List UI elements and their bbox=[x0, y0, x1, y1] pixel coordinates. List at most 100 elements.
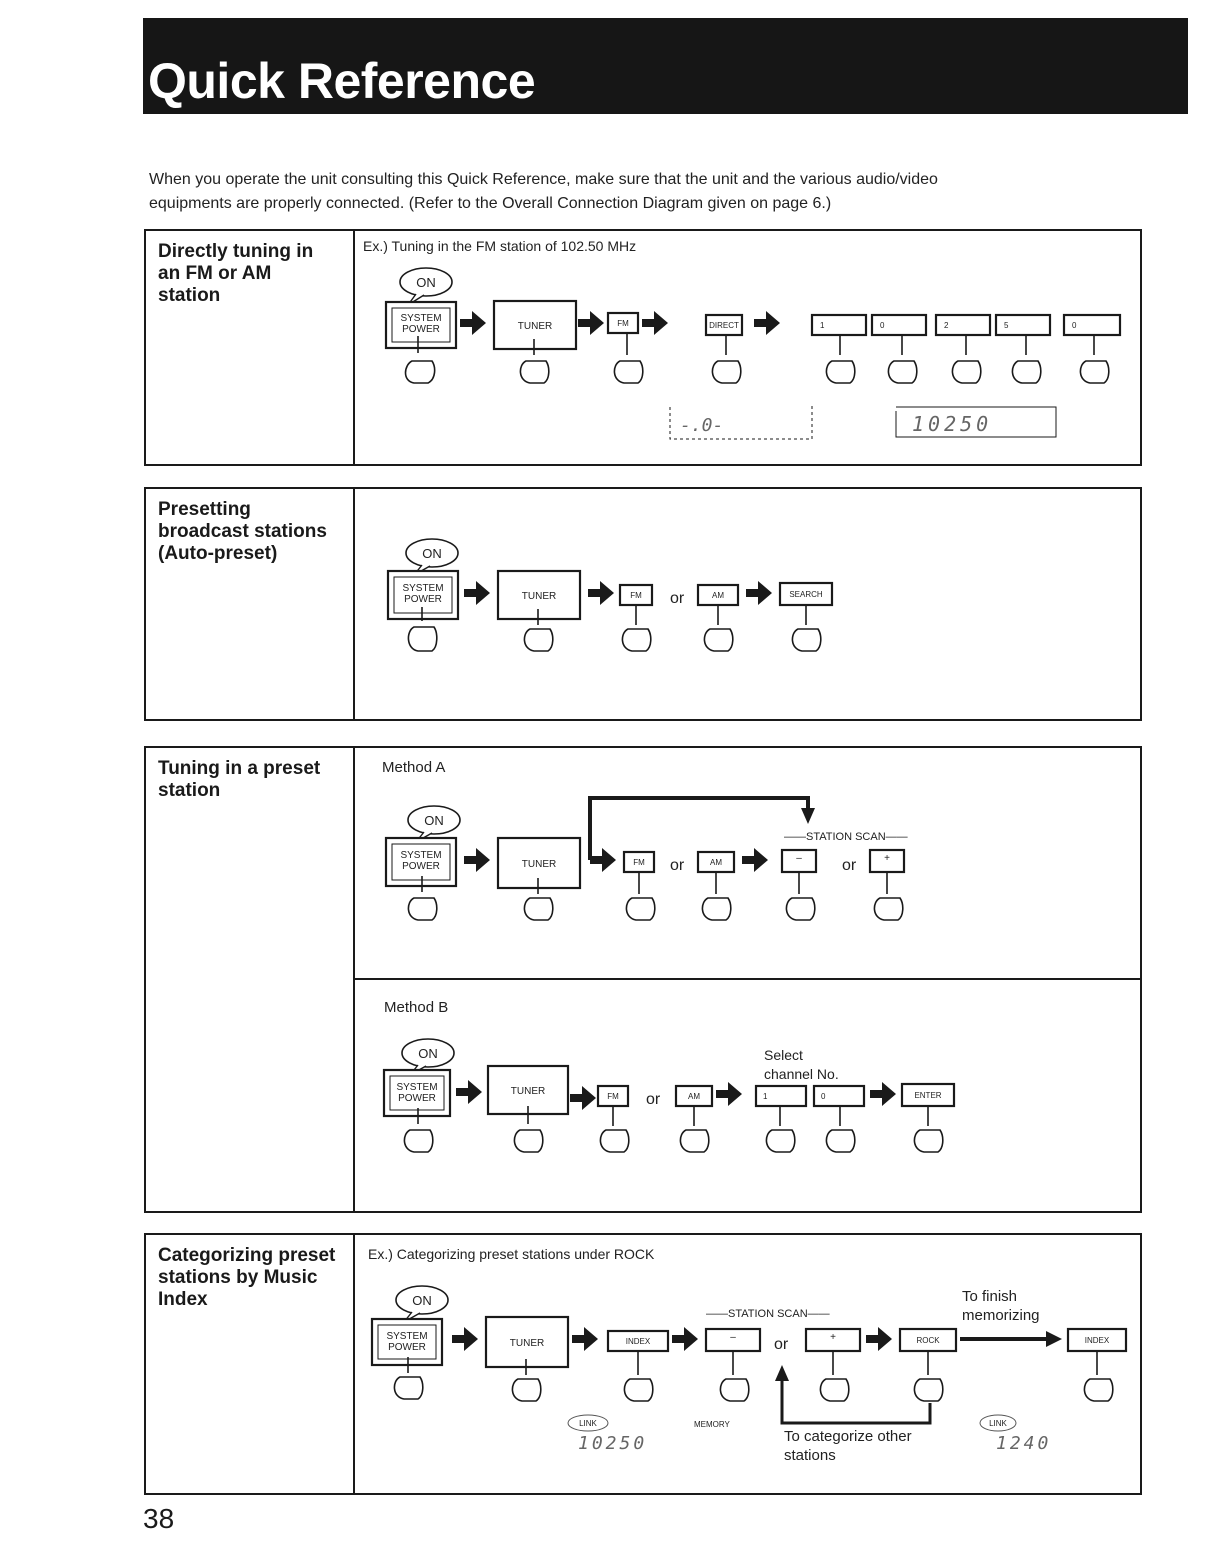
example-note: Ex.) Tuning in the FM station of 102.50 … bbox=[363, 238, 637, 254]
example-note: Ex.) Categorizing preset stations under … bbox=[368, 1246, 655, 1262]
pressing-hand-icon bbox=[623, 1351, 654, 1402]
pressing-hand-icon bbox=[913, 1351, 944, 1402]
select-channel-label: Select channel No. bbox=[764, 1047, 839, 1082]
system-power-label-1: SYSTEM bbox=[402, 583, 443, 594]
pressing-hand-icon bbox=[599, 1106, 630, 1153]
tuner-button[interactable]: TUNER bbox=[496, 569, 582, 621]
section-categorize: Categorizing preset stations by Music In… bbox=[144, 1233, 1142, 1495]
station-scan-minus-button[interactable]: – bbox=[704, 1327, 762, 1353]
plus-label: + bbox=[830, 1332, 836, 1343]
pressing-hand-icon bbox=[1079, 335, 1110, 384]
digit-0-button[interactable]: 0 bbox=[1062, 313, 1122, 337]
direct-button[interactable]: DIRECT bbox=[704, 313, 744, 337]
arrow-icon bbox=[1046, 1331, 1062, 1347]
am-label: AM bbox=[688, 1092, 700, 1101]
am-button[interactable]: AM bbox=[674, 1084, 714, 1108]
display-text-2: 10250 bbox=[912, 412, 992, 436]
station-scan-plus-button[interactable]: + bbox=[804, 1327, 862, 1353]
link-label: LINK bbox=[989, 1419, 1007, 1428]
arrow-icon bbox=[754, 311, 780, 335]
fm-button[interactable]: FM bbox=[596, 1084, 630, 1108]
pressing-hand-icon bbox=[873, 872, 904, 921]
arrow-icon bbox=[642, 311, 668, 335]
pressing-hand-icon bbox=[719, 1351, 750, 1402]
on-label: ON bbox=[424, 813, 444, 828]
index-button[interactable]: INDEX bbox=[1066, 1327, 1128, 1353]
station-scan-plus-button[interactable]: + bbox=[868, 848, 906, 874]
pressing-hand-icon bbox=[1083, 1351, 1114, 1402]
or-text: or bbox=[842, 857, 857, 874]
digit-2-button[interactable]: 2 bbox=[934, 313, 992, 337]
search-button[interactable]: SEARCH bbox=[778, 581, 834, 607]
pressing-hand-icon bbox=[523, 878, 554, 921]
digit-0-label: 0 bbox=[880, 321, 885, 330]
on-bubble: ON bbox=[405, 538, 459, 576]
arrow-icon bbox=[672, 1327, 698, 1351]
digit-0-label: 0 bbox=[821, 1092, 826, 1101]
pressing-hand-icon bbox=[765, 1106, 796, 1153]
pressing-hand-icon bbox=[621, 605, 652, 652]
arrow-icon bbox=[716, 1082, 742, 1106]
pressing-hand-icon bbox=[511, 1359, 542, 1402]
digit-1-label: 1 bbox=[763, 1092, 768, 1101]
fm-button[interactable]: FM bbox=[618, 583, 654, 607]
arrow-icon bbox=[588, 581, 614, 605]
tuner-label: TUNER bbox=[510, 1338, 544, 1349]
digit-2-label: 2 bbox=[944, 321, 949, 330]
system-power-button[interactable]: SYSTEM POWER bbox=[370, 1317, 444, 1367]
channel-digit-1-button[interactable]: 1 bbox=[754, 1084, 808, 1108]
system-power-button[interactable]: SYSTEM POWER bbox=[384, 300, 458, 350]
system-power-button[interactable]: SYSTEM POWER bbox=[384, 836, 458, 888]
minus-label: – bbox=[730, 1332, 736, 1343]
tuner-button[interactable]: TUNER bbox=[484, 1315, 570, 1369]
channel-digit-0-button[interactable]: 0 bbox=[812, 1084, 866, 1108]
digit-0-button[interactable]: 0 bbox=[870, 313, 928, 337]
system-power-button[interactable]: SYSTEM POWER bbox=[382, 1068, 452, 1118]
digit-1-button[interactable]: 1 bbox=[810, 313, 868, 337]
search-label: SEARCH bbox=[789, 590, 823, 599]
pressing-hand-icon bbox=[613, 333, 644, 384]
on-bubble: ON bbox=[407, 805, 461, 843]
on-bubble: ON bbox=[399, 267, 453, 306]
pressing-hand-icon bbox=[951, 335, 982, 384]
arrow-icon bbox=[742, 848, 768, 872]
to-categorize-label: To categorize other stations bbox=[784, 1428, 912, 1464]
section-label: Tuning in a preset station bbox=[158, 758, 321, 801]
on-label: ON bbox=[418, 1046, 438, 1061]
arrow-icon bbox=[578, 311, 604, 335]
pressing-hand-icon bbox=[711, 335, 742, 384]
rock-button[interactable]: ROCK bbox=[898, 1327, 958, 1353]
station-scan-minus-button[interactable]: – bbox=[780, 848, 818, 874]
am-label: AM bbox=[710, 858, 722, 867]
system-power-label-1: SYSTEM bbox=[400, 850, 441, 861]
page-title: Quick Reference bbox=[148, 53, 536, 109]
system-power-button[interactable]: SYSTEM POWER bbox=[386, 569, 460, 621]
tuner-button[interactable]: TUNER bbox=[496, 836, 582, 890]
system-power-label-1: SYSTEM bbox=[396, 1082, 437, 1093]
fm-button[interactable]: FM bbox=[622, 850, 656, 874]
pressing-hand-icon bbox=[825, 335, 856, 384]
pressing-hand-icon bbox=[393, 1357, 424, 1400]
categorize-flow: ON SYSTEM POWER TUNER INDEX – or + bbox=[370, 1285, 1128, 1454]
enter-button[interactable]: ENTER bbox=[900, 1082, 956, 1108]
digit-5-button[interactable]: 5 bbox=[994, 313, 1052, 337]
or-text: or bbox=[774, 1336, 789, 1353]
tuner-label: TUNER bbox=[522, 859, 556, 870]
auto-preset-flow: ON SYSTEM POWER TUNER FM or AM SE bbox=[386, 538, 834, 652]
arrow-icon bbox=[464, 848, 490, 872]
am-button[interactable]: AM bbox=[696, 850, 736, 874]
system-power-label-2: POWER bbox=[402, 861, 440, 872]
on-label: ON bbox=[422, 546, 442, 561]
section-label: Presetting broadcast stations (Auto-pres… bbox=[158, 499, 327, 564]
memory-label: MEMORY bbox=[694, 1420, 731, 1429]
station-scan-label: ——STATION SCAN—— bbox=[784, 831, 908, 843]
system-power-label-2: POWER bbox=[388, 1342, 426, 1353]
tuner-label: TUNER bbox=[511, 1086, 545, 1097]
link-indicator: LINK bbox=[979, 1414, 1017, 1432]
section-label: Categorizing preset stations by Music In… bbox=[158, 1245, 336, 1310]
index-button[interactable]: INDEX bbox=[606, 1329, 670, 1353]
tuner-button[interactable]: TUNER bbox=[492, 299, 578, 351]
fm-label: FM bbox=[630, 591, 642, 600]
am-button[interactable]: AM bbox=[696, 583, 740, 607]
fm-button[interactable]: FM bbox=[606, 311, 640, 335]
